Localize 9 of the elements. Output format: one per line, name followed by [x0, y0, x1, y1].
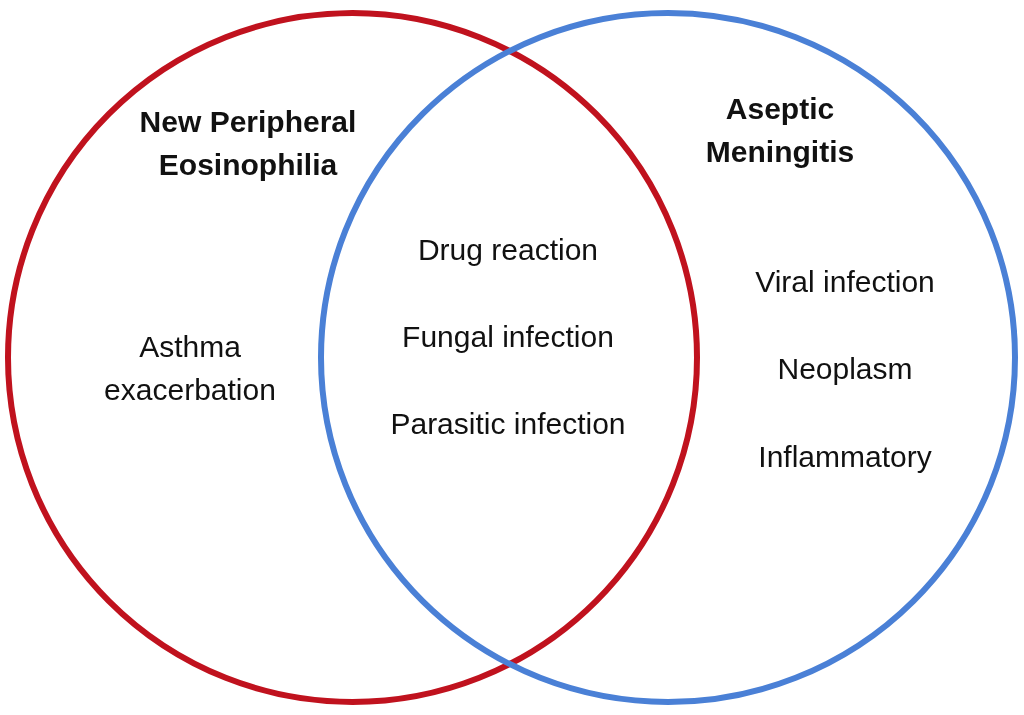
overlap-item: Fungal infection [401, 319, 615, 355]
set-title: Aseptic Meningitis [704, 91, 856, 170]
set-item: Asthma exacerbation [103, 329, 277, 408]
overlap-item: Drug reaction [416, 232, 600, 268]
set-item: Inflammatory [757, 439, 933, 475]
overlap-item: Parasitic infection [389, 406, 627, 442]
set-title: New Peripheral Eosinophilia [138, 104, 358, 183]
set-item: Neoplasm [776, 351, 914, 387]
set-item: Viral infection [754, 264, 936, 300]
